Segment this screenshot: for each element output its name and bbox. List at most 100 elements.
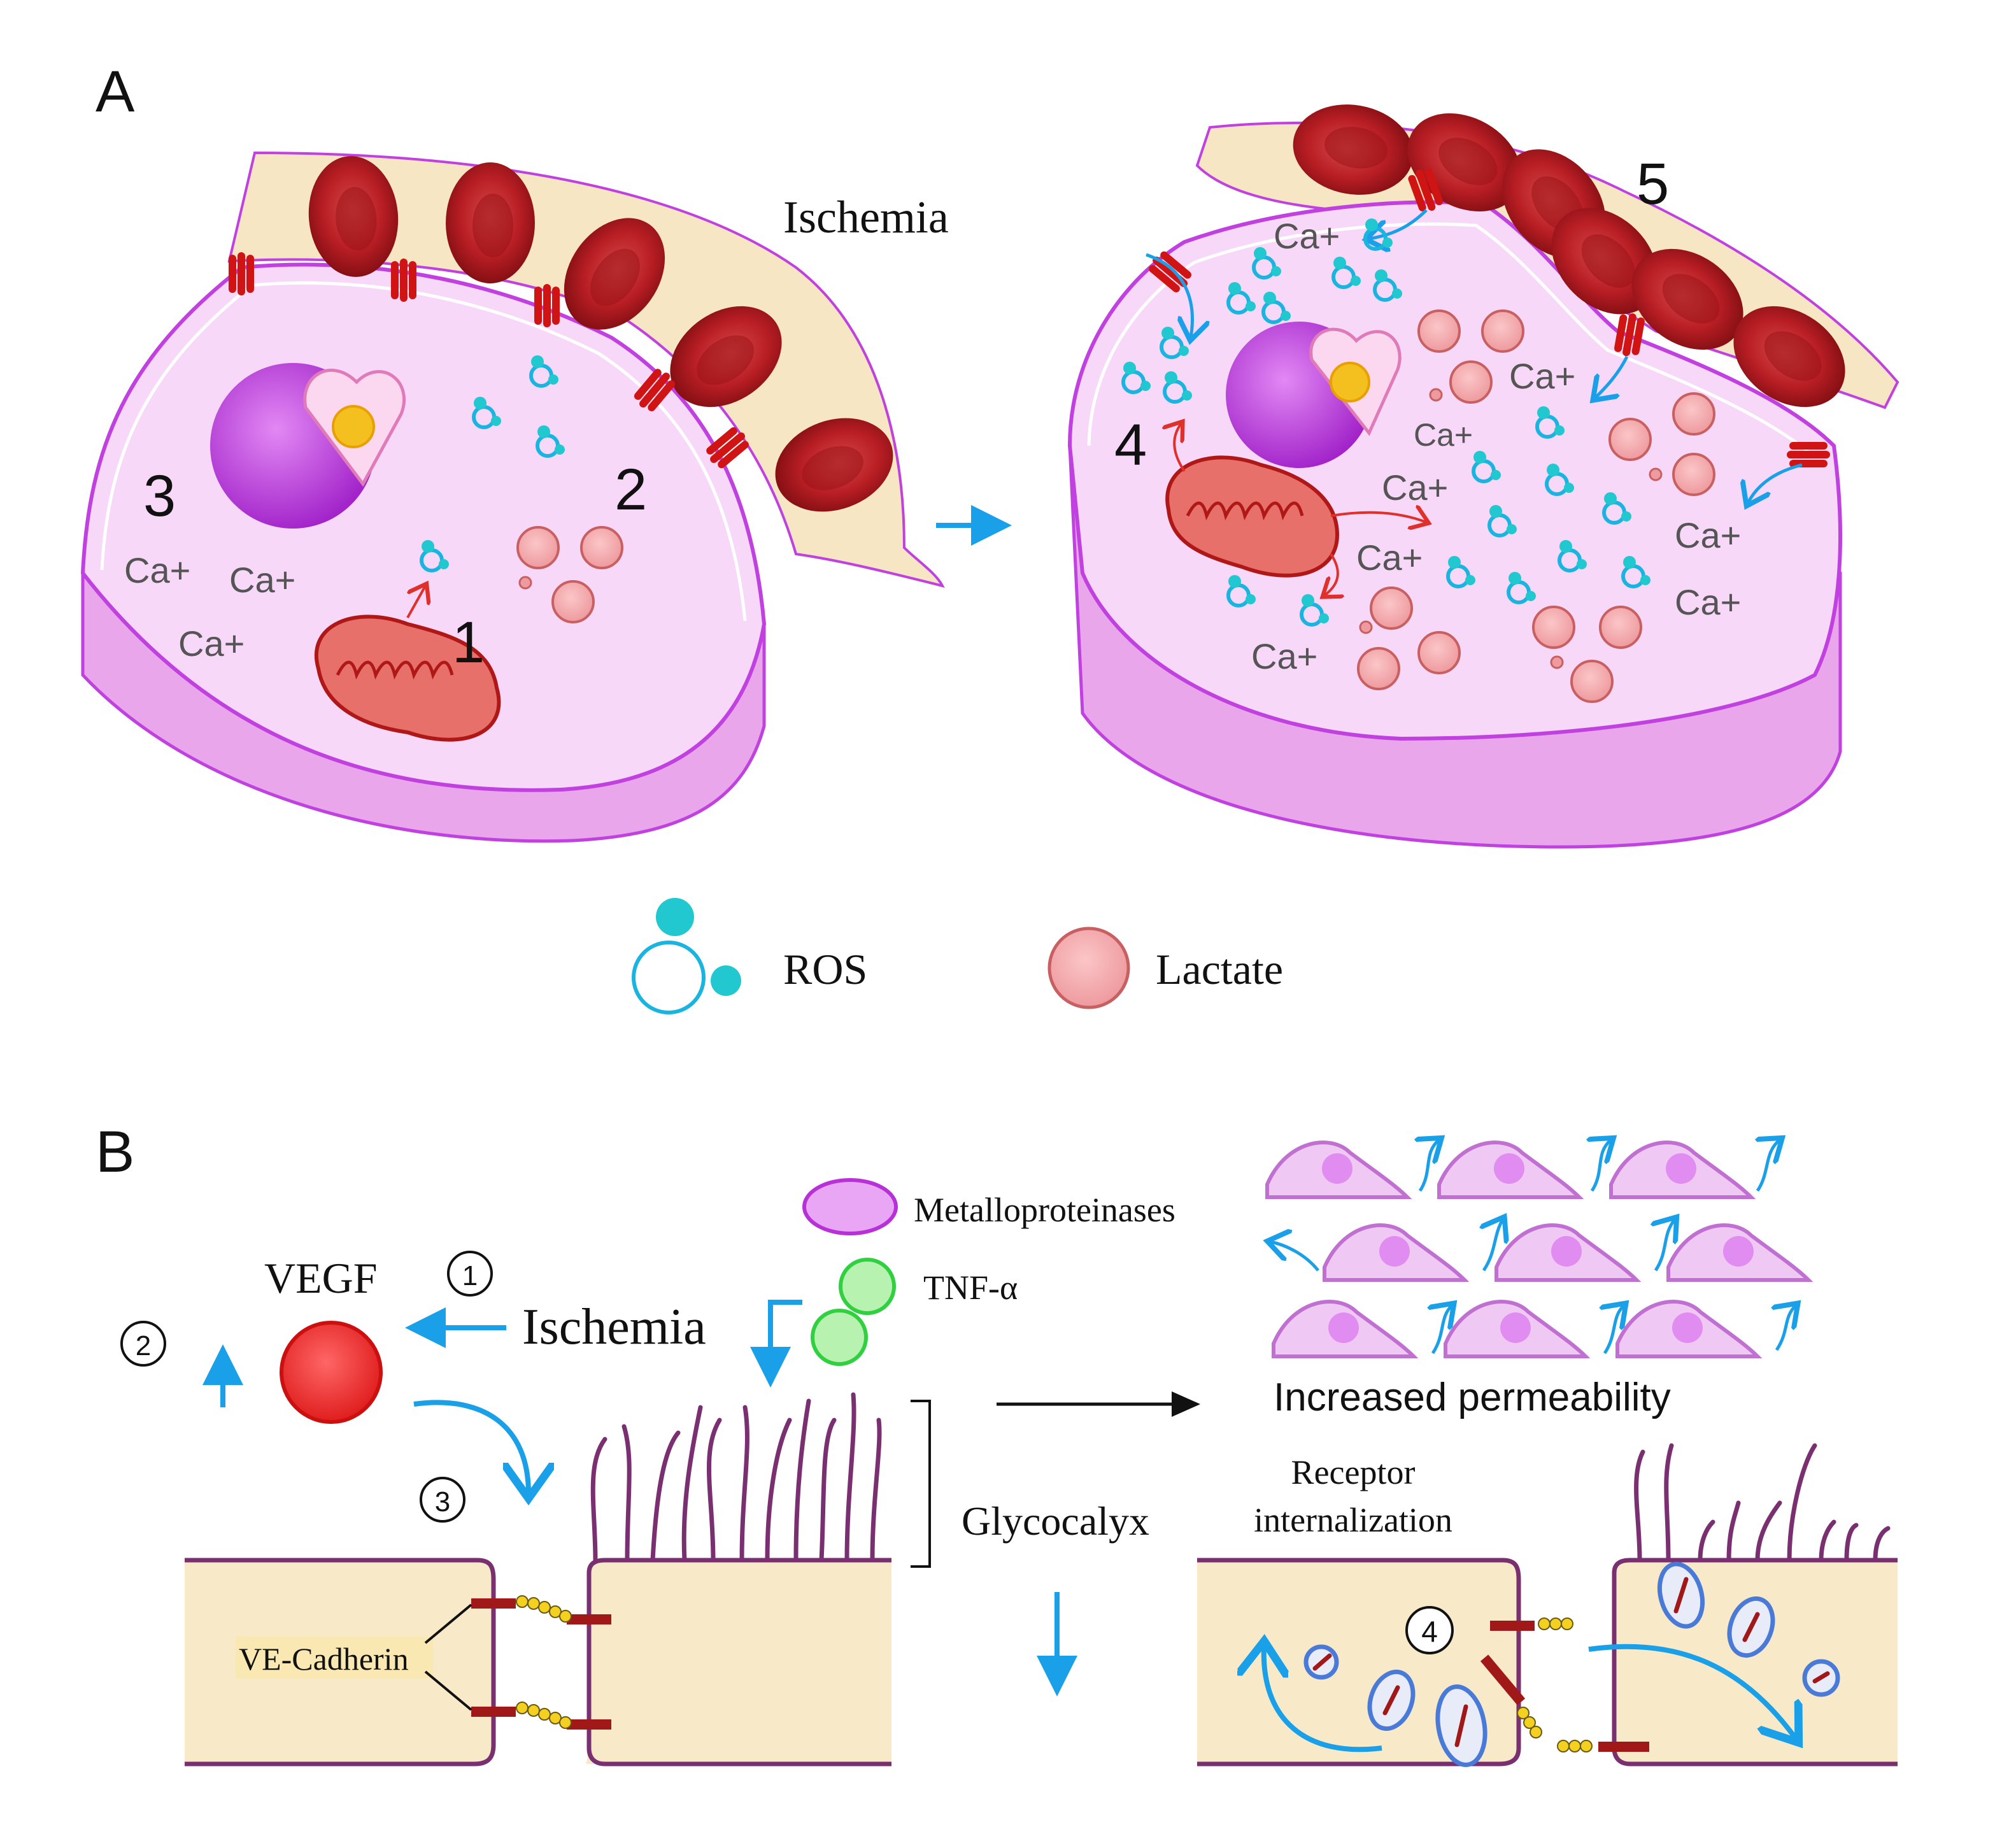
increased-permeability-label: Increased permeability — [1274, 1375, 1671, 1419]
calcium-influx-arrow — [1146, 253, 1192, 338]
ve-cadherin-junction — [471, 1595, 611, 1730]
nucleus — [1226, 322, 1402, 468]
ischemia-label-b: Ischemia — [522, 1299, 706, 1355]
leaky-endothelial-layer — [1267, 1140, 1814, 1358]
lactate-molecule — [1532, 606, 1575, 649]
ischemic-cell: 4 5 Ca+ Ca+ Ca+ Ca+ Ca+ Ca+ Ca+ Ca+ — [1067, 93, 1899, 849]
ve-cadherin-label: VE-Cadherin — [239, 1641, 409, 1677]
glycocalyx-label: Glycocalyx — [962, 1498, 1149, 1544]
calcium-label: Ca+ — [1414, 417, 1473, 453]
lactate-small — [1550, 655, 1564, 669]
calcium-label: Ca+ — [1356, 537, 1423, 578]
mitochondrion — [1165, 455, 1340, 578]
receptor-label: Receptor — [1291, 1453, 1416, 1491]
lactate-molecule — [580, 526, 623, 569]
calcium-channel — [229, 252, 254, 295]
legend-ros-label: ROS — [783, 945, 867, 993]
lactate-molecule — [1449, 360, 1493, 404]
legend-lactate-label: Lactate — [1156, 945, 1283, 993]
lactate-molecule — [1570, 660, 1614, 703]
lactate-molecule — [1672, 392, 1715, 436]
glycocalyx-bracket — [911, 1400, 931, 1568]
metalloproteinase-icon — [802, 1178, 898, 1235]
lactate-molecule — [1608, 418, 1652, 461]
internalization-label: internalization — [1254, 1501, 1452, 1539]
calcium-label: Ca+ — [1675, 515, 1741, 555]
step-4-badge: 4 — [1405, 1606, 1454, 1654]
ischemic-cell-membrane — [1087, 222, 1816, 458]
lactate-molecule — [1599, 606, 1642, 649]
marker-3: 3 — [143, 464, 176, 529]
ve-cadherin-pointer — [424, 1670, 472, 1711]
calcium-label: Ca+ — [1274, 216, 1340, 256]
lactate-small — [1649, 467, 1663, 481]
svg-text:2: 2 — [136, 1330, 151, 1361]
calcium-channel — [534, 284, 560, 327]
lactate-molecule — [1357, 647, 1400, 690]
vegf-molecule — [280, 1321, 383, 1424]
step-2-badge: 2 — [120, 1321, 166, 1367]
calcium-label: Ca+ — [1509, 356, 1575, 396]
lactate-molecule — [1417, 309, 1461, 353]
ros-production-arrow — [406, 586, 425, 618]
endothelial-cell — [1612, 1558, 1898, 1766]
vegf-to-junction-arrow — [413, 1400, 529, 1493]
ve-cadherin-disrupted — [1480, 1617, 1649, 1752]
svg-text:1: 1 — [462, 1260, 478, 1291]
marker-5: 5 — [1636, 152, 1669, 217]
step-1-badge: 1 — [447, 1251, 493, 1297]
endothelial-layer-damaged: Receptor internalization 4 — [1197, 1443, 1898, 1767]
calcium-label: Ca+ — [1251, 636, 1317, 676]
tnf-alpha-icon — [811, 1258, 896, 1366]
glycocalyx — [590, 1392, 882, 1563]
calcium-influx-arrow — [1748, 463, 1803, 503]
lactate-molecule — [1417, 631, 1461, 674]
endothelial-cell — [586, 1560, 891, 1764]
calcium-influx-arrow — [1369, 209, 1428, 239]
lactate-molecule — [551, 580, 595, 623]
normal-cell-membrane — [100, 281, 747, 622]
lactate-small — [1429, 388, 1443, 402]
marker-2: 2 — [614, 457, 647, 522]
calcium-influx-arrow — [1595, 355, 1629, 398]
calcium-label: Ca+ — [1675, 582, 1741, 622]
calcium-channel — [1787, 442, 1830, 467]
tnf-down-arrow — [750, 1300, 802, 1388]
calcium-label: Ca+ — [1382, 467, 1448, 508]
panel-a-label: A — [96, 59, 135, 124]
step-3-badge: 3 — [420, 1477, 465, 1523]
lactate-legend-icon — [1047, 927, 1130, 1009]
vegf-label: VEGF — [264, 1254, 378, 1302]
internalization-arrow — [1588, 1644, 1796, 1738]
nucleus — [210, 363, 406, 529]
lactate-molecule — [516, 526, 560, 569]
lactate-molecule — [1672, 453, 1715, 496]
calcium-label: Ca+ — [124, 550, 190, 590]
tnf-alpha-label: TNF-α — [923, 1269, 1018, 1307]
ros-production-arrow — [1330, 513, 1426, 522]
ros-legend-icon — [632, 898, 741, 1014]
metalloproteinases-label: Metalloproteinases — [914, 1191, 1175, 1229]
ros-production-arrow — [1324, 553, 1338, 595]
ischemia-title: Ischemia — [783, 192, 949, 243]
ros-production-arrow — [1174, 423, 1186, 473]
red-blood-cell — [446, 162, 535, 283]
lactate-small — [1359, 620, 1373, 634]
calcium-channel — [391, 259, 416, 302]
marker-1: 1 — [452, 610, 485, 675]
marker-4: 4 — [1114, 413, 1147, 478]
svg-text:3: 3 — [435, 1486, 450, 1517]
endothelial-layer-intact: VE-Cadherin — [185, 1392, 891, 1766]
lactate-molecule — [1370, 586, 1413, 630]
ve-cadherin-pointer — [424, 1603, 472, 1644]
mitochondrion — [314, 615, 501, 742]
lactate-small — [518, 576, 532, 590]
normal-cell: 1 2 3 Ca+ Ca+ Ca+ — [80, 151, 945, 843]
svg-text:4: 4 — [1421, 1615, 1438, 1648]
calcium-label: Ca+ — [178, 623, 245, 664]
calcium-label: Ca+ — [229, 560, 295, 600]
glycocalyx-degraded — [1634, 1443, 1891, 1563]
legend: ROS Lactate — [632, 898, 1283, 1014]
lactate-molecule — [1481, 309, 1524, 353]
